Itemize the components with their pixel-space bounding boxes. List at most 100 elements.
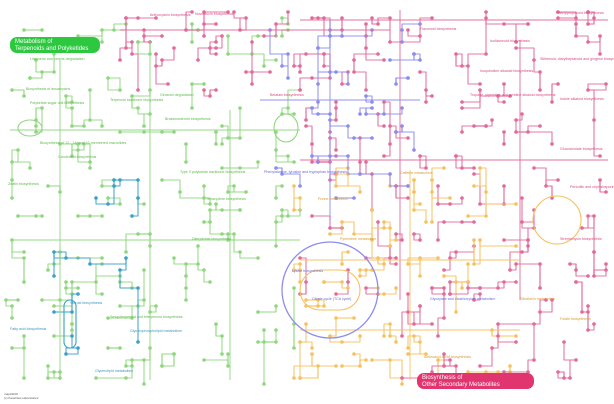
compound-node — [400, 28, 404, 32]
pathway-edge — [293, 197, 300, 210]
compound-node — [100, 40, 104, 44]
compound-node — [142, 382, 146, 386]
compound-node — [592, 16, 596, 20]
terpenoid-polyketide-title[interactable]: Metabolism of Terpenoids and Polyketides — [10, 37, 100, 53]
compound-node — [340, 340, 344, 344]
compound-node — [106, 346, 110, 350]
compound-node — [202, 268, 206, 272]
pathway-edge — [204, 197, 211, 204]
compound-node — [388, 226, 392, 230]
pathway-edge — [384, 108, 403, 115]
compound-node — [76, 286, 80, 290]
pathway-label: Type II polyketide backbone biosynthesis — [180, 170, 246, 174]
compound-node — [388, 172, 392, 176]
compound-node — [274, 148, 278, 152]
compound-node — [466, 286, 470, 290]
pathway-label: Riboflavin metabolism — [520, 297, 555, 301]
compound-node — [460, 64, 464, 68]
compound-node — [22, 334, 26, 338]
compound-node — [478, 292, 482, 296]
compound-node — [22, 28, 26, 32]
compound-node — [40, 70, 44, 74]
compound-node — [22, 256, 26, 260]
compound-node — [394, 238, 398, 242]
compound-node — [448, 280, 452, 284]
compound-node — [526, 22, 530, 26]
compound-node — [526, 238, 530, 242]
compound-node — [316, 364, 320, 368]
compound-node — [532, 322, 536, 326]
pathway-edge — [162, 354, 175, 367]
compound-node — [214, 52, 218, 56]
compound-node — [76, 142, 80, 146]
compound-node — [244, 190, 248, 194]
pathway-edge — [282, 173, 301, 186]
terpenoid-title-line1: Metabolism of — [15, 39, 53, 45]
pathway-edge — [401, 311, 408, 336]
compound-node — [286, 106, 290, 110]
pathway-label: Tropane, piperidine and pyridine alkaloi… — [470, 93, 556, 97]
compound-node — [574, 16, 578, 20]
compound-node — [310, 142, 314, 146]
pathway-edge — [12, 89, 25, 96]
pathway-edge — [246, 71, 253, 84]
secondary-metabolites-title[interactable]: Biosynthesis of Other Secondary Metaboli… — [417, 373, 534, 389]
pathway-edge — [119, 282, 132, 289]
compound-node — [550, 142, 554, 146]
pathway-edge — [371, 240, 378, 259]
pathway-edge — [359, 107, 372, 114]
compound-node — [406, 196, 410, 200]
compound-node — [430, 370, 434, 374]
pathway-edge — [329, 120, 348, 127]
compound-node — [88, 88, 92, 92]
pathway-edge — [419, 342, 426, 355]
compound-node — [4, 298, 8, 302]
pathway-edge — [414, 233, 421, 240]
compound-node — [436, 184, 440, 188]
compound-node — [382, 220, 386, 224]
pathway-edge — [275, 150, 288, 157]
compound-node — [226, 52, 230, 56]
pathway-edge — [233, 12, 246, 19]
compound-node — [562, 340, 566, 344]
compound-node — [88, 262, 92, 266]
pathway-edge — [186, 29, 193, 42]
compound-node — [22, 94, 26, 98]
compound-node — [394, 232, 398, 236]
pathway-edge — [497, 336, 516, 343]
pathway-edge — [540, 300, 553, 313]
pathway-edge — [389, 360, 402, 379]
compound-node — [382, 58, 386, 62]
compound-node — [586, 274, 590, 278]
compound-node — [364, 94, 368, 98]
compound-node — [46, 184, 50, 188]
compound-node — [280, 208, 284, 212]
pathway-edge — [240, 18, 247, 31]
compound-node — [436, 358, 440, 362]
pathway-edge — [384, 101, 391, 126]
compound-node — [340, 262, 344, 266]
pathway-edge — [132, 198, 139, 217]
compound-node — [430, 220, 434, 224]
pathway-edge — [593, 269, 606, 276]
pathway-edge — [431, 288, 444, 295]
pathway-edge — [342, 30, 373, 37]
pathway-edge — [108, 186, 115, 205]
compound-node — [436, 238, 440, 242]
compound-node — [124, 364, 128, 368]
compound-node — [412, 322, 416, 326]
compound-node — [310, 76, 314, 80]
compound-node — [412, 232, 416, 236]
pathway-edge — [186, 24, 205, 31]
pathway-edge — [246, 71, 253, 84]
compound-node — [280, 34, 284, 38]
compound-node — [52, 304, 56, 308]
compound-node — [334, 70, 338, 74]
compound-node — [334, 316, 338, 320]
compound-node — [226, 34, 230, 38]
compound-node — [136, 106, 140, 110]
pathway-label: Geraniol degradation — [160, 93, 194, 97]
compound-node — [136, 88, 140, 92]
compound-node — [22, 376, 26, 380]
pathway-edge — [594, 264, 607, 277]
